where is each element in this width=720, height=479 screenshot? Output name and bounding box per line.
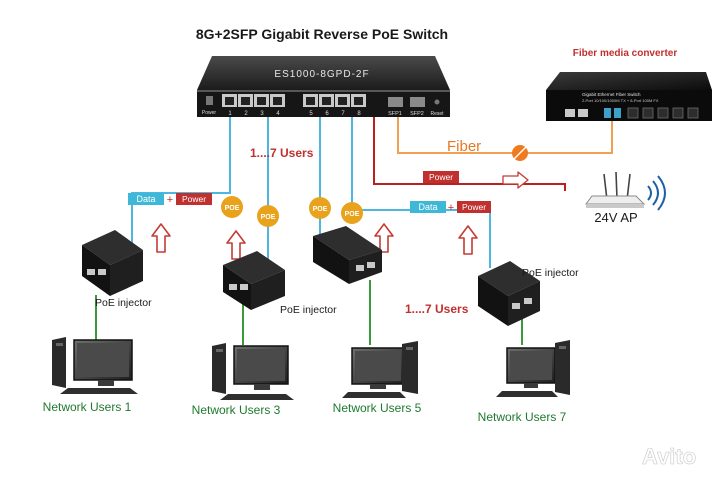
poe-badge-5: POE [309,197,331,219]
power-label: Power [202,110,217,116]
avito-watermark-logo: Avito [608,438,696,470]
poe-switch: ES1000-8GPD-2F Power 1 2 3 4 5 6 7 8 SFP… [197,56,450,117]
power-badge-left [176,193,212,205]
fiber-line [397,112,613,154]
rj45-port-5[interactable] [303,94,318,107]
switch-model: ES1000-8GPD-2F [274,69,369,80]
fiber-converter-title: Fiber media converter [573,48,678,59]
svg-text:POE: POE [345,211,360,218]
power-badge-right-text: Power [462,202,486,212]
computer-icon-7 [496,340,570,397]
converter-fiber-port[interactable] [627,107,639,119]
up-arrow-icon [151,223,171,253]
port-number: 3 [260,111,264,117]
port-number: 5 [309,111,313,117]
fiber-media-converter: Gigabit Ethernet Fiber Switch 2-Port 10/… [546,72,712,121]
poe-badge-3: POE [257,205,279,227]
port-number: 6 [325,111,329,117]
converter-fiber-port[interactable] [672,107,684,119]
power-badge [423,171,459,183]
page-title: 8G+2SFP Gigabit Reverse PoE Switch [196,26,448,42]
converter-text-2: 2-Port 10/100/1000M TX + 8-Port 100M FX [582,98,659,103]
converter-port[interactable] [565,109,575,117]
power-badge-right [457,201,491,213]
sfp1-label: SFP1 [388,111,402,117]
rj45-port-1[interactable] [222,94,237,107]
power-badge-left-text: Power [182,194,206,204]
watermark-text: Avito [642,444,696,469]
poe-injector-1 [82,230,143,296]
injector-label-7: PoE injector [522,267,579,279]
converter-port[interactable] [578,109,588,117]
sfp2-label: SFP2 [410,111,424,117]
rj45-port-6[interactable] [319,94,334,107]
computer-icon-3 [212,343,294,400]
data-badge-right-text: Data [418,202,437,212]
rj45-port-7[interactable] [335,94,350,107]
poe-injector-7 [478,261,540,326]
data-badge [128,193,164,205]
reset-label: Reset [430,111,444,117]
converter-text-1: Gigabit Ethernet Fiber Switch [582,92,641,97]
converter-fiber-port[interactable] [614,108,621,118]
wifi-icon [647,175,666,211]
rj45-port-3[interactable] [254,94,269,107]
injector-label-1: PoE injector [95,297,152,309]
poe-badge-1: POE [221,196,243,218]
converter-fiber-port[interactable] [657,107,669,119]
plus-sign-right: + [448,202,454,214]
data-line-port-1 [131,112,231,262]
converter-fiber-port[interactable] [687,107,699,119]
reset-button[interactable] [434,99,440,105]
user-label-3: Network Users 3 [192,403,281,417]
user-label-7: Network Users 7 [478,410,567,424]
poe-injector-5 [313,226,382,284]
port-number: 8 [357,111,361,117]
rj45-port-8[interactable] [351,94,366,107]
ap-label: 24V AP [594,210,637,225]
power-arrow-icon [502,171,529,189]
rj45-port-4[interactable] [270,94,285,107]
sfp1-slot[interactable] [388,97,403,107]
computer-icon-1 [52,337,138,394]
rj45-port-2[interactable] [238,94,253,107]
injector-label-3: PoE injector [280,304,337,316]
sfp2-slot[interactable] [410,97,425,107]
fiber-connector-icon [512,145,528,161]
svg-text:POE: POE [261,214,276,221]
converter-fiber-port[interactable] [604,108,611,118]
poe-badge-7: POE [341,202,363,224]
computer-icon-5 [342,341,418,398]
port-number: 7 [341,111,345,117]
poe-injector-3 [223,251,285,310]
data-badge-text: Data [136,194,155,204]
users-range-label-top: 1....7 Users [250,146,314,160]
up-arrow-icon [458,225,478,255]
converter-fiber-port[interactable] [642,107,654,119]
svg-text:POE: POE [225,205,240,212]
port-number: 2 [244,111,248,117]
power-button[interactable] [206,96,213,105]
up-arrow-icon [226,230,246,260]
power-badge-text: Power [429,172,453,182]
svg-text:POE: POE [313,206,328,213]
access-point-icon [585,171,646,208]
data-badge-right [410,201,446,213]
user-label-5: Network Users 5 [333,401,422,415]
port-number: 1 [228,111,232,117]
user-label-1: Network Users 1 [43,400,132,414]
connection-lines [95,112,613,345]
power-line-port-8 [373,112,566,191]
port-number: 4 [276,111,280,117]
users-range-label-bottom: 1....7 Users [405,302,469,316]
plus-sign: + [167,194,173,206]
fiber-label: Fiber [447,138,481,155]
